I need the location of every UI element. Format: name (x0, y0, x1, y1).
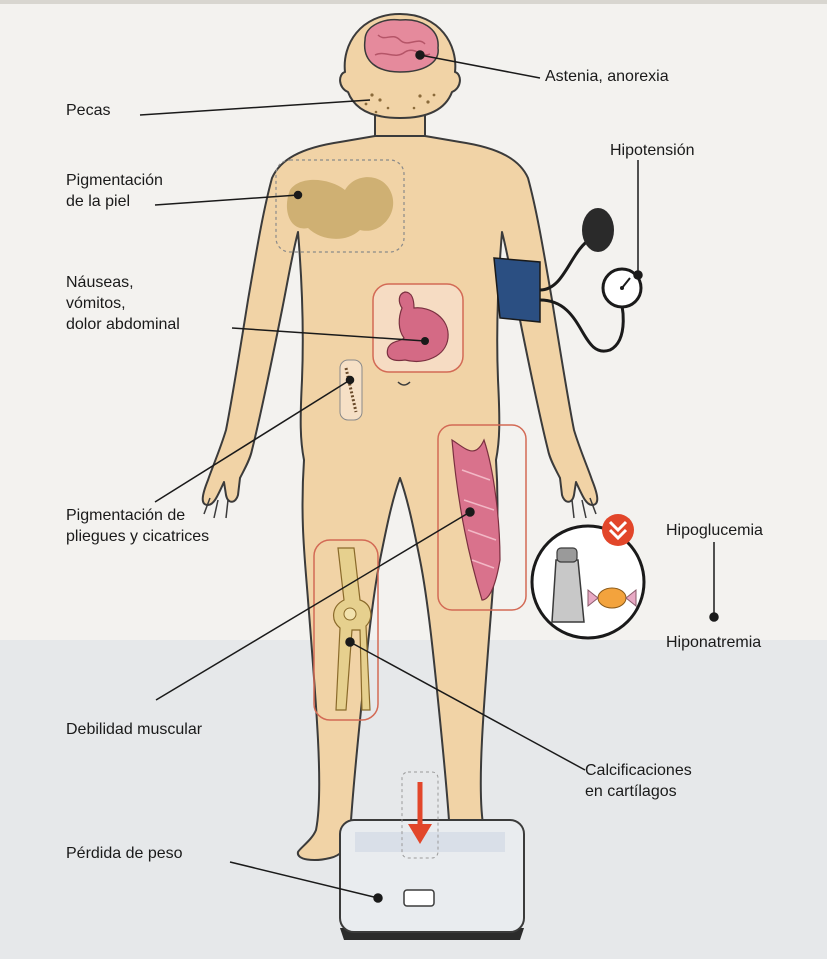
leader-dot-pigmentacion (295, 192, 302, 199)
label-hipotension: Hipotensión (610, 140, 695, 161)
label-astenia: Astenia, anorexia (545, 66, 669, 87)
leader-dot-peso (374, 894, 382, 902)
label-debilidad: Debilidad muscular (66, 719, 202, 740)
leader-dot-astenia (416, 51, 424, 59)
stomach-icon (373, 284, 463, 372)
leader-dot-hipotension (634, 271, 642, 279)
down-chevron-icon (602, 514, 634, 546)
label-pecas: Pecas (66, 100, 110, 121)
leader-dot-debilidad (466, 508, 474, 516)
leader-dot-calcificaciones (346, 638, 354, 646)
brain-icon (365, 20, 439, 72)
label-pigmentacion-piel: Pigmentación de la piel (66, 170, 163, 212)
leader-dot-hipo (710, 613, 718, 621)
label-hiponatremia: Hiponatremia (666, 632, 761, 653)
label-pigmentacion-pliegues: Pigmentación de pliegues y cicatrices (66, 505, 209, 547)
label-hipoglucemia: Hipoglucemia (666, 520, 763, 541)
leader-dot-pliegues (347, 377, 354, 384)
scar-patch (340, 360, 362, 420)
label-nauseas: Náuseas, vómitos, dolor abdominal (66, 272, 180, 335)
label-calcificaciones: Calcificaciones en cartílagos (585, 760, 692, 802)
top-edge (0, 0, 827, 4)
label-perdida-peso: Pérdida de peso (66, 843, 183, 864)
